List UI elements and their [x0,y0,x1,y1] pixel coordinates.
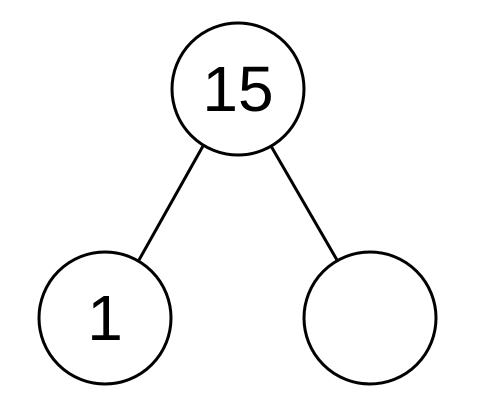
whole-node-value: 15 [202,53,273,125]
whole-node: 15 [170,21,306,157]
edge-whole-to-right-part [269,144,339,262]
left-part-node: 1 [37,250,173,386]
right-part-node-circle [302,250,438,386]
left-part-node-value: 1 [87,282,123,354]
edge-whole-to-left-part [137,144,205,262]
right-part-node [302,250,438,386]
left-part-node-circle [37,250,173,386]
whole-node-circle [170,21,306,157]
